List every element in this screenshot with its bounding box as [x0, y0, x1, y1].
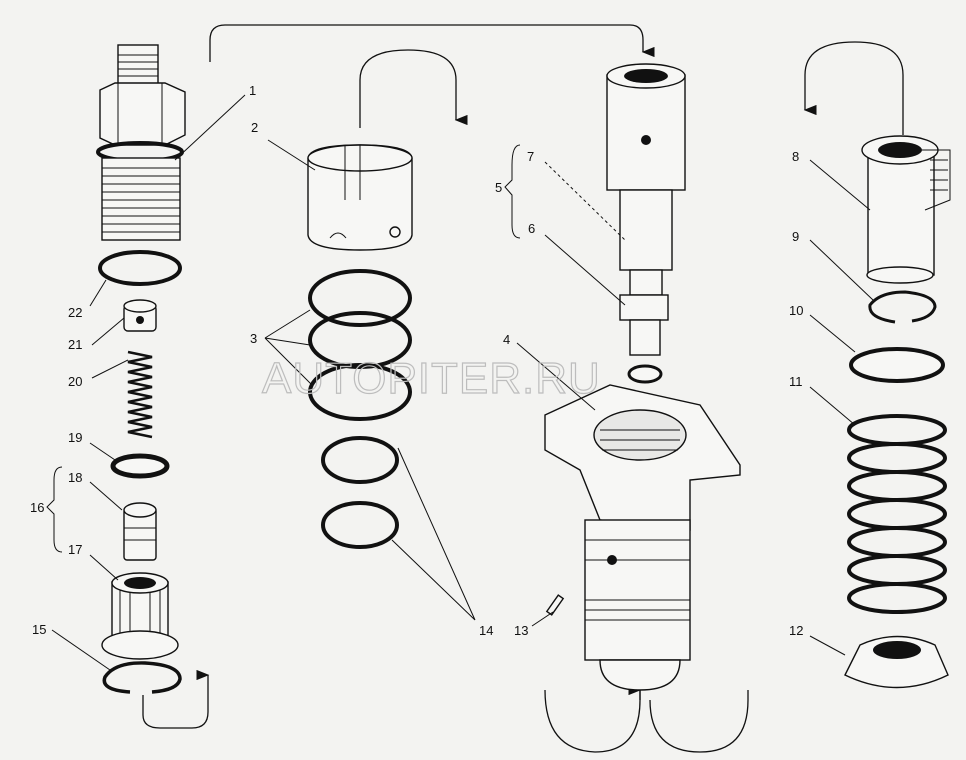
label-4: 4	[503, 332, 510, 347]
part-3-o-ring-c	[308, 363, 412, 421]
label-3: 3	[250, 331, 257, 346]
label-6: 6	[528, 221, 535, 236]
label-15: 15	[32, 622, 46, 637]
part-20-spring	[127, 350, 153, 439]
label-5: 5	[495, 180, 502, 195]
flow-arrow-ring-loop	[359, 49, 468, 128]
label-21: 21	[68, 337, 82, 352]
leader-lines	[46, 94, 874, 671]
flow-arrow-bottom-left	[142, 669, 210, 729]
label-13: 13	[514, 623, 528, 638]
part-21-valve-seat	[123, 299, 157, 332]
label-8: 8	[792, 149, 799, 164]
part-9-circlip	[868, 290, 937, 324]
label-1: 1	[249, 83, 256, 98]
label-18: 18	[68, 470, 82, 485]
part-14-o-ring-b	[321, 501, 399, 549]
part-11-spring	[847, 414, 947, 614]
label-11: 11	[789, 374, 803, 389]
part-3-o-ring-a	[308, 269, 412, 327]
part-15-circlip	[102, 661, 182, 694]
part-13-pin	[545, 594, 565, 616]
part-4-pump-element-body	[544, 384, 741, 691]
label-9: 9	[792, 229, 799, 244]
label-14: 14	[479, 623, 493, 638]
label-16: 16	[30, 500, 44, 515]
label-17: 17	[68, 542, 82, 557]
part-2-sleeve	[307, 144, 413, 251]
flow-arrow-top	[209, 24, 655, 62]
flow-arrow-sleeve-loop	[803, 41, 904, 135]
part-22-o-ring	[98, 250, 182, 286]
watermark: AUTOPITER.RU	[262, 354, 601, 403]
label-20: 20	[68, 374, 82, 389]
part-19-washer	[110, 453, 170, 479]
part-14-o-ring-a	[321, 436, 399, 484]
part-7-plunger-barrel	[606, 63, 686, 384]
part-17-nut	[101, 572, 179, 660]
label-22: 22	[68, 305, 82, 320]
flow-arrow-bottom-center	[544, 689, 749, 753]
label-10: 10	[789, 303, 803, 318]
part-1-fitting	[96, 44, 186, 241]
part-8-control-sleeve	[861, 135, 951, 284]
part-10-washer	[849, 347, 945, 383]
part-18-valve	[123, 502, 157, 561]
label-12: 12	[789, 623, 803, 638]
part-12-spring-seat	[844, 635, 949, 689]
label-7: 7	[527, 149, 534, 164]
label-2: 2	[251, 120, 258, 135]
label-19: 19	[68, 430, 82, 445]
